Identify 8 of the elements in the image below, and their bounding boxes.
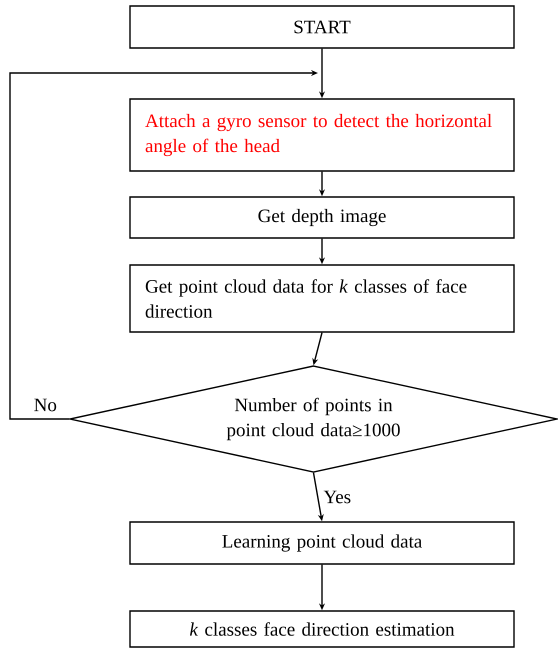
process-box: START <box>129 5 515 49</box>
process-box: Get depth image <box>129 196 515 239</box>
process-box: Learning point cloud data <box>129 521 515 565</box>
process-box: Get point cloud data for k classes of face direction <box>129 264 515 333</box>
edge-label: Yes <box>322 490 352 504</box>
process-box: k classes face direction estimation <box>129 610 515 648</box>
process-box: Attach a gyro sensor to detect the horizontal angle of the head <box>129 98 515 172</box>
edge-label: No <box>32 398 58 412</box>
